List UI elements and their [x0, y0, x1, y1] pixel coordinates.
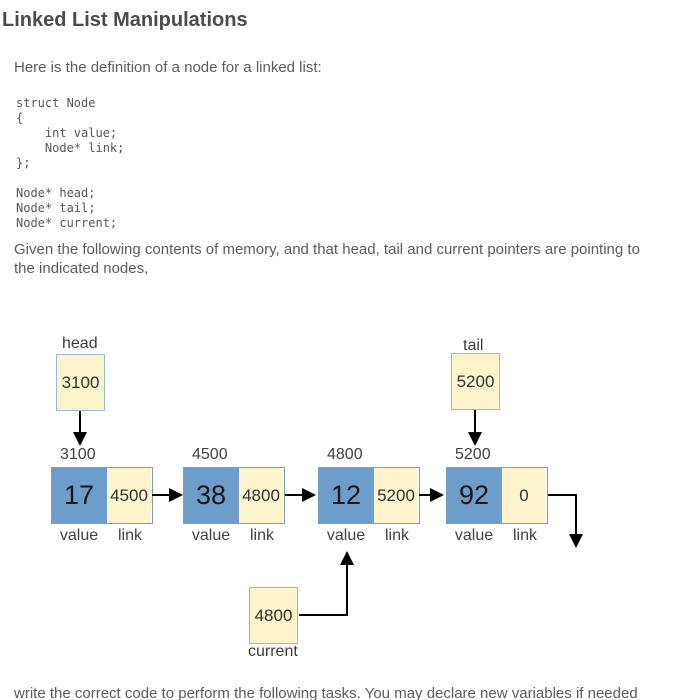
value-cell: 17 — [52, 468, 106, 523]
arrow-right-icon — [169, 488, 183, 502]
node-address: 3100 — [60, 446, 96, 463]
current-pointer-label: current — [248, 643, 298, 660]
linked-list-diagram: head 3100 tail 5200 3100 17 4500 value l… — [0, 330, 700, 665]
link-label: link — [117, 527, 142, 544]
list-node-5200: 5200 92 0 value link — [446, 446, 548, 545]
intro-text: Here is the definition of a node for a l… — [14, 59, 322, 76]
list-node-4500: 4500 38 4800 value link — [183, 446, 285, 545]
value-label: value — [59, 527, 99, 544]
code-block: struct Node { int value; Node* link; }; … — [16, 96, 125, 230]
link-cell: 5200 — [373, 468, 418, 523]
node-address: 4500 — [192, 446, 228, 463]
value-cell: 92 — [447, 468, 501, 523]
link-cell: 0 — [501, 468, 546, 523]
current-pointer-value: 4800 — [254, 605, 293, 625]
tail-pointer-label: tail — [463, 337, 484, 354]
value-label: value — [454, 527, 494, 544]
arrow-down-icon — [73, 432, 87, 446]
link-label: link — [249, 527, 274, 544]
tail-pointer-value: 5200 — [456, 371, 495, 391]
list-node-3100: 3100 17 4500 value link — [51, 446, 153, 545]
value-cell: 38 — [184, 468, 238, 523]
arrow-up-icon — [340, 551, 354, 565]
link-cell: 4800 — [238, 468, 283, 523]
current-pointer-box: 4800 — [249, 587, 298, 644]
node-address: 5200 — [455, 446, 491, 463]
arrow-right-icon — [430, 488, 444, 502]
arrow-right-icon — [302, 488, 316, 502]
page-title: Linked List Manipulations — [2, 9, 248, 31]
node-address: 4800 — [327, 446, 363, 463]
head-pointer-box: 3100 — [56, 354, 105, 411]
value-cell: 12 — [319, 468, 373, 523]
link-cell: 4500 — [106, 468, 151, 523]
value-label: value — [191, 527, 231, 544]
value-label: value — [326, 527, 366, 544]
list-node-4800: 4800 12 5200 value link — [318, 446, 420, 545]
arrow-down-icon — [569, 534, 583, 548]
arrow-down-icon — [468, 432, 482, 446]
link-label: link — [384, 527, 409, 544]
head-pointer-label: head — [62, 335, 98, 352]
bottom-instruction-text: write the correct code to perform the fo… — [14, 685, 638, 700]
tail-pointer-box: 5200 — [451, 353, 500, 410]
head-pointer-value: 3100 — [61, 372, 100, 392]
memory-paragraph: Given the following contents of memory, … — [14, 241, 640, 277]
link-label: link — [512, 527, 537, 544]
